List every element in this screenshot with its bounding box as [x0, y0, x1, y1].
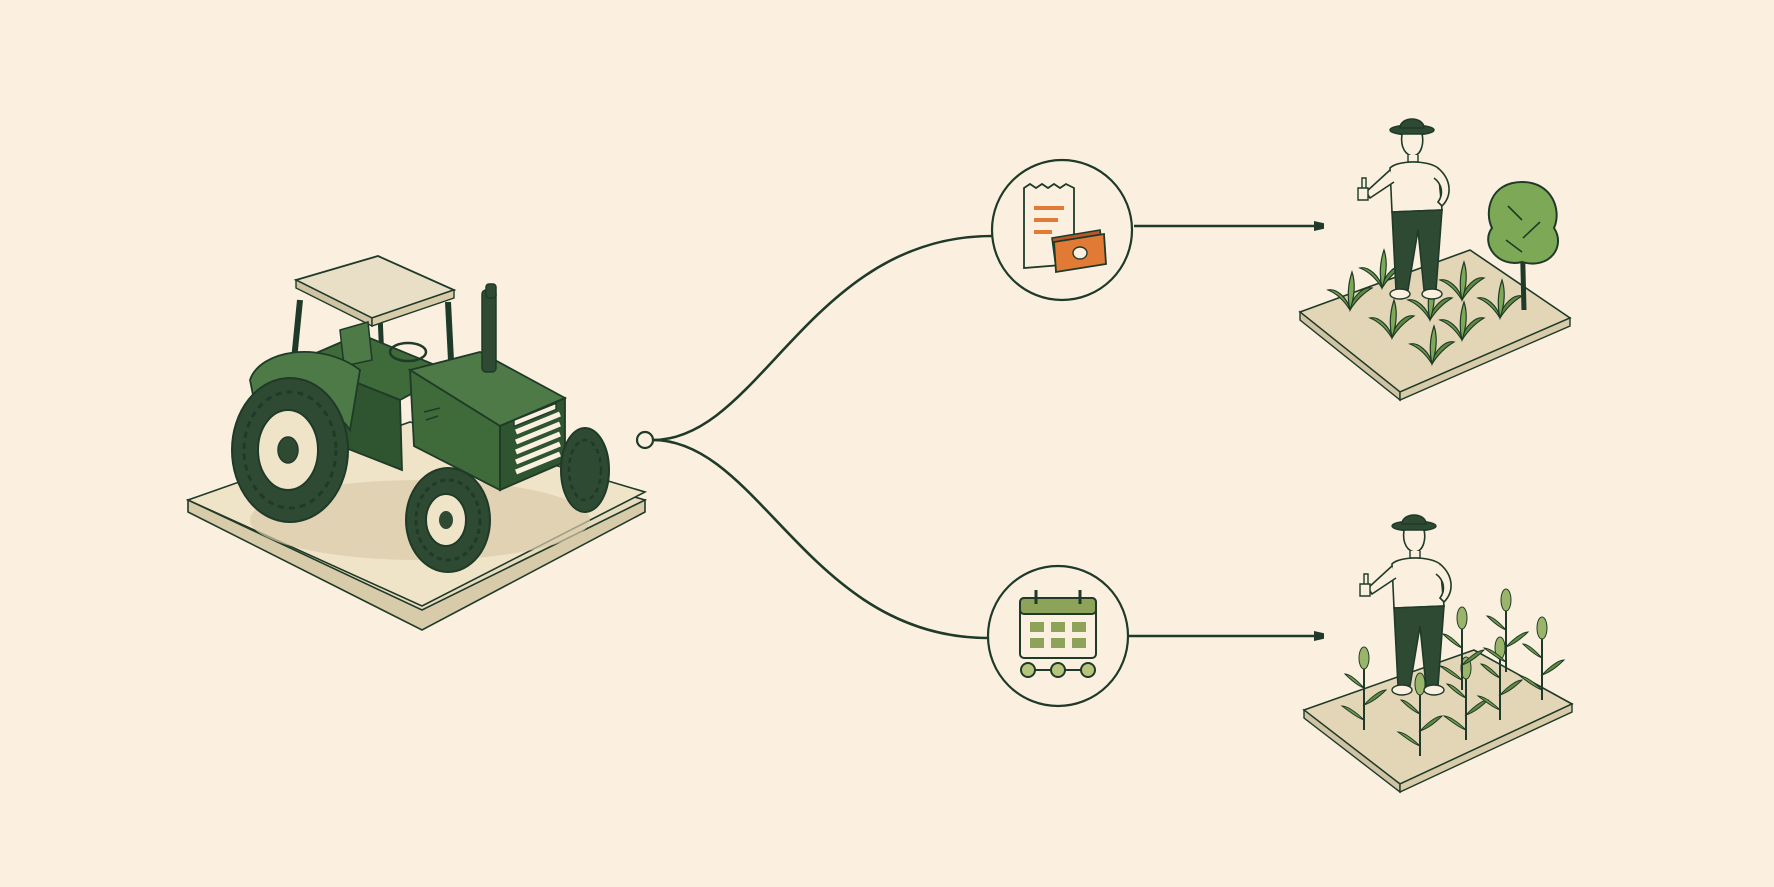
- branch-point: [635, 430, 655, 450]
- calendar-schedule-icon: [986, 564, 1130, 708]
- edge-tractor-to-calendar: [652, 438, 989, 640]
- tree-icon: [1487, 180, 1560, 311]
- farmer-corn-field: [1302, 514, 1574, 794]
- farmer-leafy-field: [1298, 118, 1572, 402]
- edge-tractor-to-receipt: [652, 234, 993, 442]
- tractor-icon: [185, 255, 648, 631]
- farmer-thumbs-up-icon: [1359, 514, 1452, 696]
- receipt-cash-icon: [990, 158, 1134, 302]
- connector-lines: [635, 226, 1322, 640]
